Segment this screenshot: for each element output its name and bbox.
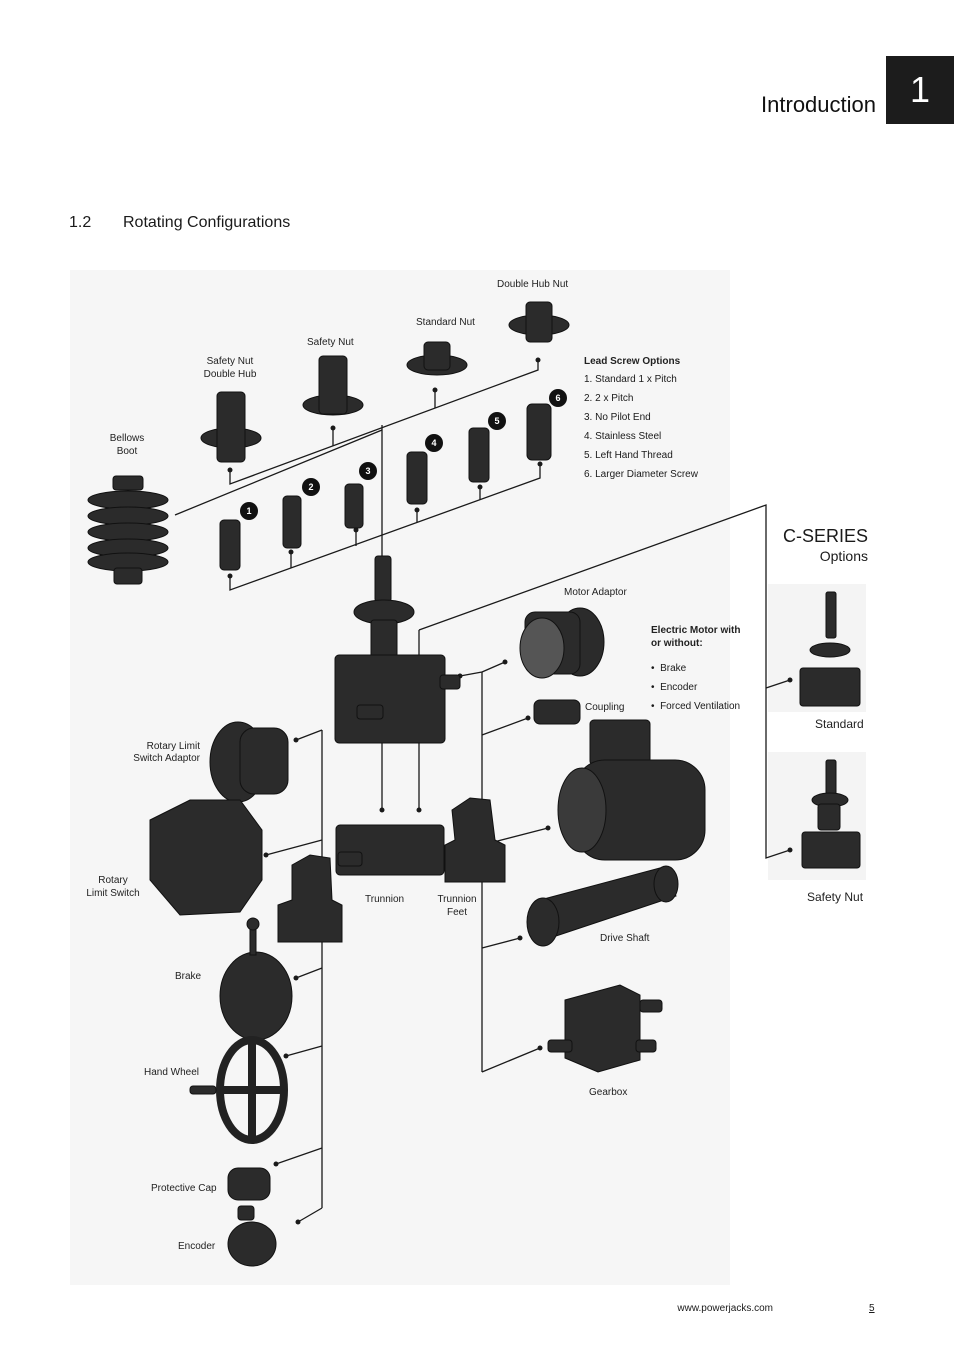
electric-motor-shape [557,719,706,861]
label-motor-adaptor: Motor Adaptor [564,587,627,598]
label-drive-shaft: Drive Shaft [600,933,650,944]
label-rotary-limit-switch-adaptor-line2: Switch Adaptor [133,753,200,764]
lead-screw-4-shape [406,451,428,505]
label-trunnion: Trunnion [365,894,405,905]
cseries-title: C-SERIES [782,526,868,546]
lead-screw-badges [240,389,567,520]
nut-connector-line [229,358,539,485]
lead-screw-options-heading: Lead Screw Options [584,356,681,367]
badge-3-label: 3 [365,466,371,476]
badge-6-label: 6 [555,393,561,403]
label-gearbox: Gearbox [589,1087,628,1098]
chapter-number-tab: 1 [886,56,954,124]
bullet-icon: • [651,663,661,674]
hand-wheel-shape [216,1036,288,1144]
lead-screw-option: 3. No Pilot End [584,412,651,423]
lead-screw-2-shape [282,495,302,549]
label-bellows-boot-line2: Boot [116,446,138,457]
badge-5 [488,412,506,430]
section-number: 1.2 [69,214,92,231]
bellows-connector-line [174,429,383,516]
electric-motor-options-list: • Brake • Encoder • Forced Ventilation [651,659,740,716]
lead-screw-option: 6. Larger Diameter Screw [584,469,698,480]
badge-4-label: 4 [431,438,437,448]
label-bellows-boot-line1: Bellows [109,433,145,444]
label-hand-wheel: Hand Wheel [144,1067,200,1078]
footer-url[interactable]: www.powerjacks.com [677,1303,773,1314]
gearbox-shape [547,984,663,1073]
label-trunnion-feet-line2: Feet [446,907,467,918]
lead-screw-3-shape [344,483,364,529]
label-encoder: Encoder [178,1241,216,1252]
label-safety-nut-double-hub-line2: Double Hub [203,369,257,380]
label-double-hub-nut: Double Hub Nut [497,279,569,290]
badge-1 [240,502,258,520]
trunnion-feet-right-shape [444,797,506,883]
lead-screw-connector-line [229,462,541,591]
lead-screw-option: 5. Left Hand Thread [584,450,673,461]
electric-motor-option: • Forced Ventilation [651,701,741,712]
badge-3 [359,462,377,480]
cseries-subtitle: Options [819,548,868,564]
page-number: 5 [869,1303,875,1314]
bullet-icon: • [651,701,661,712]
section-title: Rotating Configurations [123,214,291,231]
badge-2-label: 2 [308,482,314,492]
protective-cap-shape [227,1167,271,1201]
drive-shaft-shape [526,865,679,947]
lead-screw-1-shape [219,519,241,571]
electric-motor-option: • Encoder [651,682,698,693]
cseries-safety-nut-label: Safety Nut [807,890,864,904]
coupling-shape [533,699,581,725]
label-standard-nut: Standard Nut [416,317,475,328]
cseries-safety-nut-jack-shape [801,759,861,869]
label-rotary-limit-switch-line2: Limit Switch [86,888,140,899]
label-rotary-limit-switch-adaptor-line1: Rotary Limit [146,741,200,752]
bellows-boot-shape [87,475,169,585]
cseries-connector-line [418,504,791,859]
label-brake: Brake [175,971,202,982]
cseries-standard-label: Standard [815,717,864,731]
trunnion-shape [335,824,445,876]
bullet-icon: • [651,682,661,693]
lead-screw-option: 2. 2 x Pitch [584,393,634,404]
lead-screw-options-list: 1. Standard 1 x Pitch 2. 2 x Pitch 3. No… [584,370,698,484]
badge-5-label: 5 [494,416,500,426]
lead-screw-option: 4. Stainless Steel [584,431,662,442]
trunnion-feet-left-shape [277,854,343,943]
chapter-title: Introduction [761,92,876,117]
lead-screw-5-shape [468,427,490,483]
badge-6 [549,389,567,407]
electric-motor-heading-line2: or without: [651,638,703,649]
badge-4 [425,434,443,452]
screw-jack-shape [334,555,461,744]
electric-motor-option: • Brake [651,663,687,674]
electric-motor-heading-line1: Electric Motor with [651,625,741,636]
label-coupling: Coupling [585,702,625,713]
label-trunnion-feet-line1: Trunnion [437,894,477,905]
rotary-limit-switch-shape [149,799,263,916]
label-protective-cap: Protective Cap [151,1183,217,1194]
encoder-shape [227,1205,277,1267]
lead-screw-option: 1. Standard 1 x Pitch [584,374,677,385]
label-safety-nut: Safety Nut [307,337,354,348]
label-safety-nut-double-hub-line1: Safety Nut [206,356,254,367]
label-rotary-limit-switch-line1: Rotary [98,875,128,886]
cseries-standard-jack-shape [799,591,861,707]
badge-1-label: 1 [246,506,252,516]
badge-2 [302,478,320,496]
lead-screw-6-shape [526,403,552,461]
